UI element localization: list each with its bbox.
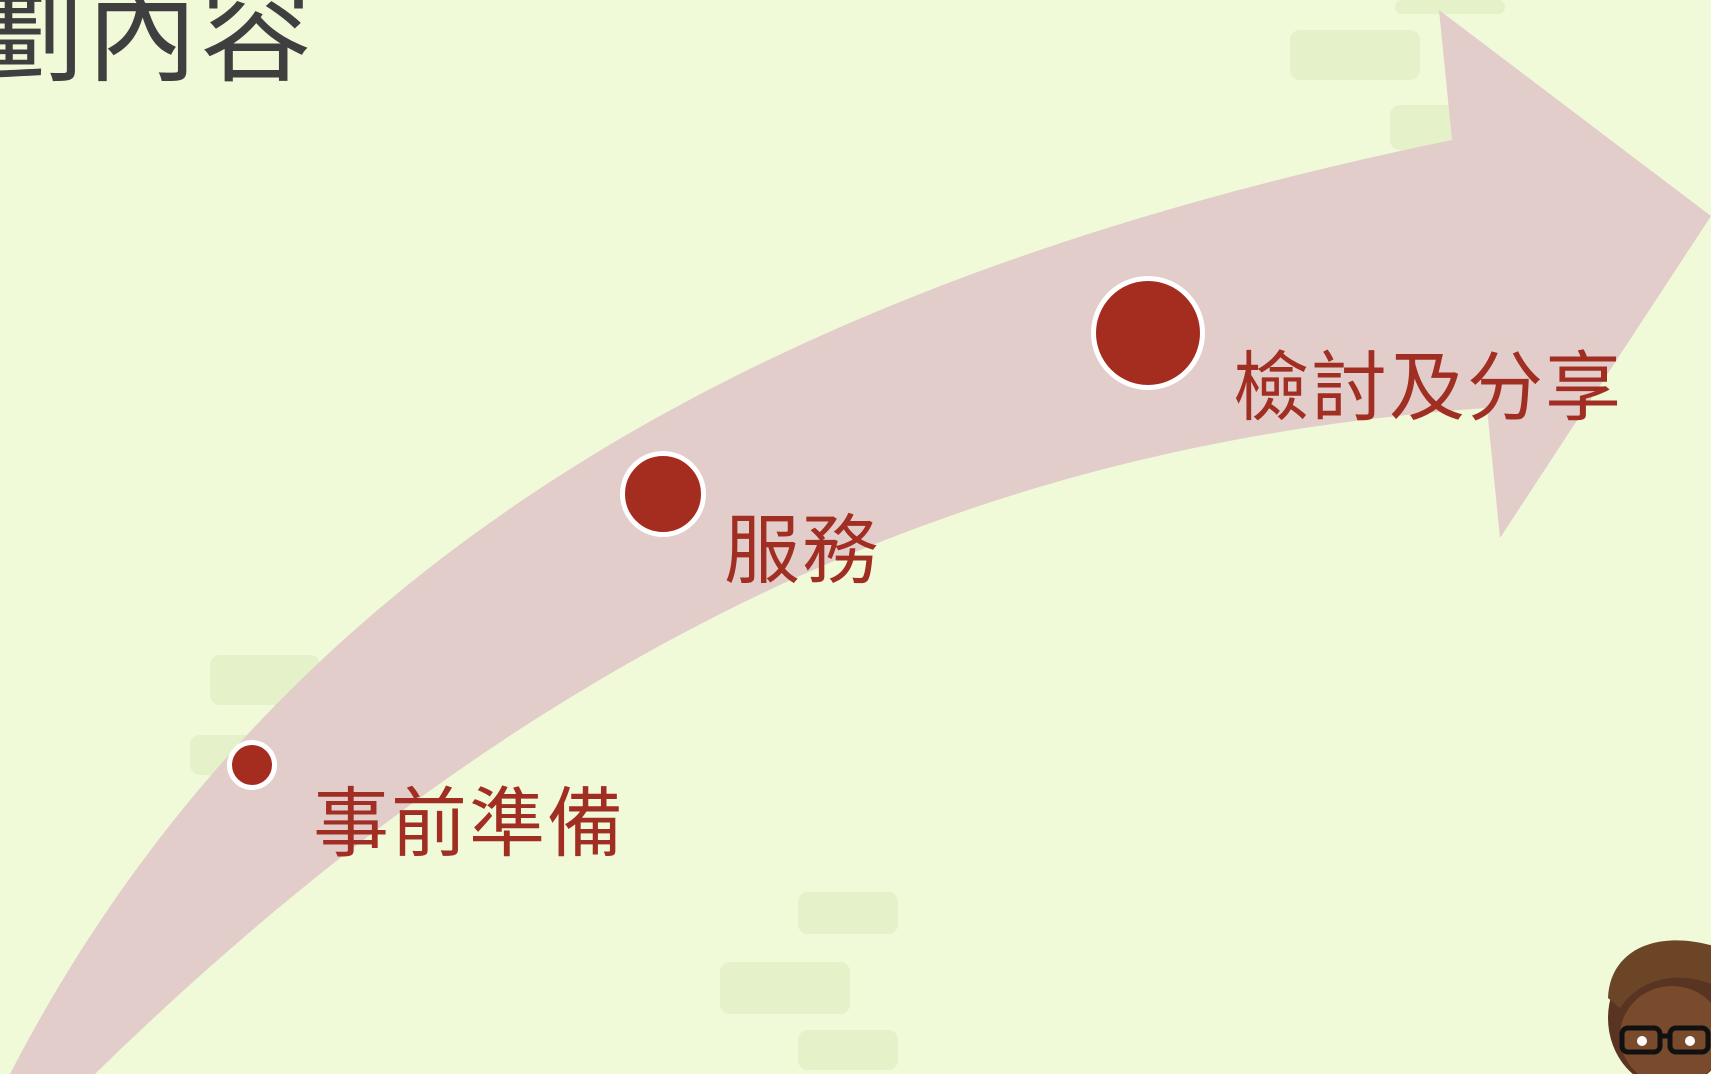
background-decoration (1290, 30, 1420, 80)
eye (1685, 1036, 1695, 1046)
eye (1637, 1036, 1647, 1046)
step-label-2: 服務 (724, 506, 880, 595)
background-decoration (798, 1030, 898, 1070)
step-marker-1 (227, 740, 277, 790)
step-marker-2 (620, 451, 706, 537)
background-decoration (798, 892, 898, 934)
step-label-1: 事前準備 (313, 779, 625, 868)
character-illustration (1608, 940, 1711, 1074)
character-hair (1608, 940, 1711, 1008)
step-label-3: 檢討及分享 (1233, 343, 1623, 432)
arrow-shape (10, 10, 1711, 1074)
background-decoration (1395, 0, 1505, 14)
background-decoration (720, 962, 850, 1014)
glasses-icon (1619, 1025, 1663, 1055)
glasses-lens (1667, 1025, 1711, 1055)
slide-title: 劃內容 (0, 0, 314, 99)
step-marker-3 (1091, 276, 1205, 390)
